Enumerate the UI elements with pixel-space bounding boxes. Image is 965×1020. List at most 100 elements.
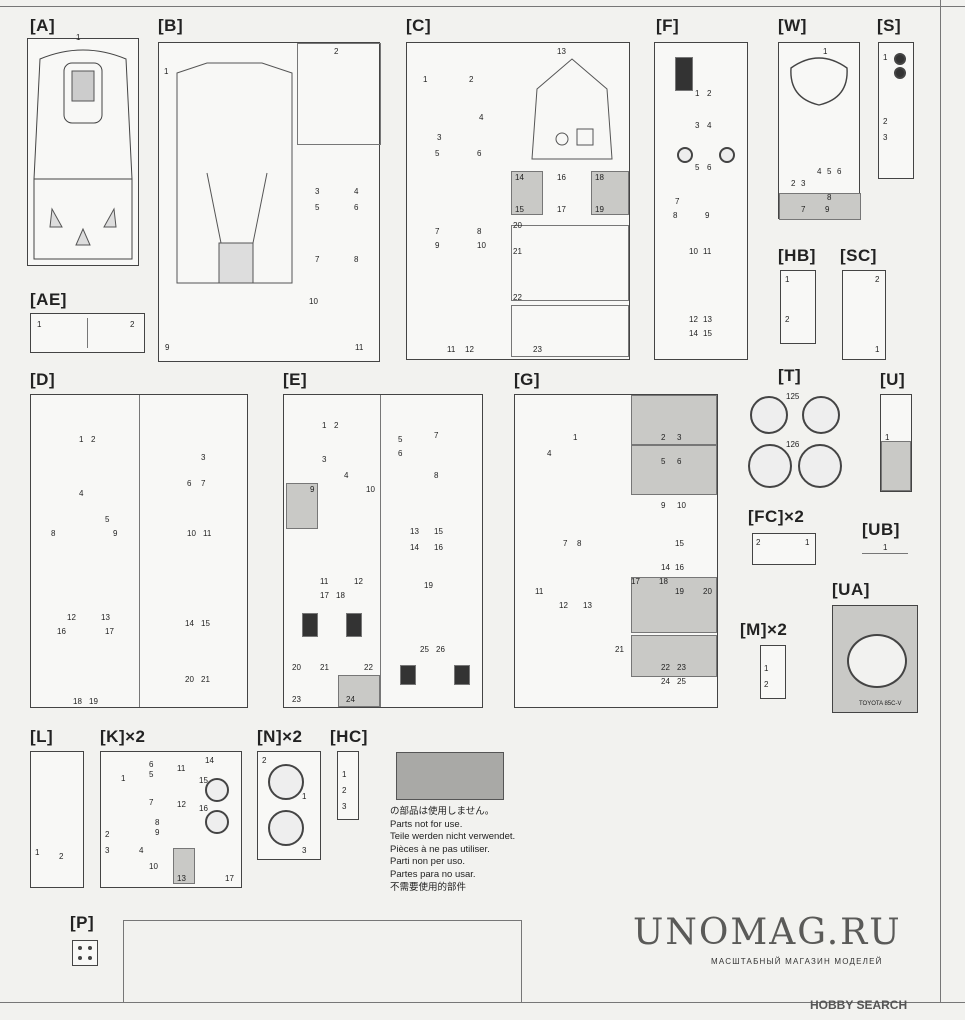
part-number: 1 bbox=[302, 792, 307, 801]
sprue-k: 1 2 3 4 5 6 7 8 9 10 11 12 13 14 15 16 1… bbox=[100, 751, 242, 888]
part-number: 14 bbox=[661, 563, 670, 572]
grille-part bbox=[675, 57, 693, 91]
part-number: 7 bbox=[315, 255, 320, 264]
part-number: 1 bbox=[164, 67, 169, 76]
part-number: 8 bbox=[354, 255, 359, 264]
wheel-part bbox=[205, 778, 229, 802]
part-number: 18 bbox=[595, 173, 604, 182]
part-number: 9 bbox=[113, 529, 118, 538]
part-number: 19 bbox=[89, 697, 98, 706]
part-number: 2 bbox=[756, 538, 761, 547]
part-number: 13 bbox=[583, 601, 592, 610]
part-number: 2 bbox=[334, 47, 339, 56]
part-number: 1 bbox=[37, 320, 42, 329]
part-number: 23 bbox=[533, 345, 542, 354]
sprue-w: 1 2 3 4 5 6 7 8 9 bbox=[778, 42, 861, 220]
legend-line: Pièces à ne pas utiliser. bbox=[390, 843, 490, 855]
part-number: 21 bbox=[320, 663, 329, 672]
part-number: 13 bbox=[703, 315, 712, 324]
part-number: 11 bbox=[320, 577, 329, 586]
part-number: 8 bbox=[827, 193, 832, 202]
tire-part bbox=[268, 810, 304, 846]
part-number: 21 bbox=[513, 247, 522, 256]
tire-marking-125-right bbox=[802, 396, 840, 434]
panel-frame bbox=[511, 225, 629, 301]
part-number: 18 bbox=[73, 697, 82, 706]
sprue-e-label: [E] bbox=[283, 370, 308, 389]
divider bbox=[139, 395, 140, 707]
part-number: 11 bbox=[355, 343, 364, 352]
part-number: 3 bbox=[342, 802, 347, 811]
part-number: 25 bbox=[677, 677, 686, 686]
part-number: 20 bbox=[292, 663, 301, 672]
legend-line: Parts not for use. bbox=[390, 818, 463, 830]
sprue-hb: 1 2 bbox=[780, 270, 816, 344]
part-number: 2 bbox=[469, 75, 474, 84]
part-number: 5 bbox=[105, 515, 110, 524]
unused-part bbox=[631, 445, 717, 495]
part-number: 1 bbox=[883, 53, 888, 62]
part-number: 9 bbox=[435, 241, 440, 250]
part-number: 1 bbox=[79, 435, 84, 444]
part-number: 11 bbox=[703, 247, 712, 256]
part-number: 8 bbox=[477, 227, 482, 236]
sprue-g: 1 2 3 4 5 6 7 8 9 10 11 12 13 14 15 16 1… bbox=[514, 394, 718, 708]
frame-line bbox=[123, 920, 124, 1002]
part-number: 1 bbox=[695, 89, 700, 98]
legend-line: Parti non per uso. bbox=[390, 856, 465, 868]
lens-part bbox=[894, 53, 906, 65]
part-number: 19 bbox=[595, 205, 604, 214]
part-number: 12 bbox=[354, 577, 363, 586]
part-number: 4 bbox=[79, 489, 84, 498]
part-number: 8 bbox=[577, 539, 582, 548]
unused-part bbox=[591, 171, 629, 215]
part-number: 4 bbox=[344, 471, 349, 480]
sprue-d: 1 2 3 4 5 6 7 8 9 10 11 12 13 14 15 16 1… bbox=[30, 394, 248, 708]
unused-parts-legend: の部品は使用しません。 Parts not for use. Teile wer… bbox=[390, 806, 515, 894]
part-number: 21 bbox=[201, 675, 210, 684]
part-number: 7 bbox=[801, 205, 806, 214]
part-number: 7 bbox=[201, 479, 206, 488]
part-number: 2 bbox=[334, 421, 339, 430]
sprue-ua-label: [UA] bbox=[832, 580, 870, 599]
part-number: 13 bbox=[557, 47, 566, 56]
part-number: 18 bbox=[659, 577, 668, 586]
sprue-n: 2 1 3 bbox=[257, 751, 321, 860]
part-number: 6 bbox=[477, 149, 482, 158]
dots-drawing bbox=[78, 946, 92, 960]
part-number: 15 bbox=[434, 527, 443, 536]
sprue-ae-label: [AE] bbox=[30, 290, 67, 309]
part-number: 10 bbox=[477, 241, 486, 250]
frame-line bbox=[123, 920, 521, 921]
part-number: 17 bbox=[631, 577, 640, 586]
part-number: 2 bbox=[262, 756, 267, 765]
part-number: 12 bbox=[559, 601, 568, 610]
part-number: 1 bbox=[785, 275, 790, 284]
part-number: 20 bbox=[513, 221, 522, 230]
part-number: 1 bbox=[423, 75, 428, 84]
lens-part bbox=[894, 67, 906, 79]
part-number: 2 bbox=[707, 89, 712, 98]
unused-part bbox=[631, 577, 717, 633]
sprue-hc-label: [HC] bbox=[330, 727, 368, 746]
sprue-g-label: [G] bbox=[514, 370, 541, 389]
watermark-title: UNOMAG.RU bbox=[633, 912, 902, 953]
legend-line: 不需要使用的部件 bbox=[390, 881, 467, 893]
part-number: 2 bbox=[105, 830, 110, 839]
sprue-d-label: [D] bbox=[30, 370, 56, 389]
sprue-b: 1 2 3 4 5 6 7 8 9 10 11 bbox=[158, 42, 381, 362]
part-number: 1 bbox=[875, 345, 880, 354]
frame-line bbox=[940, 0, 941, 1002]
part-number: 22 bbox=[661, 663, 670, 672]
part-number: 3 bbox=[302, 846, 307, 855]
part-number: 1 bbox=[883, 543, 888, 552]
part-number: 4 bbox=[817, 167, 822, 176]
part-number: 14 bbox=[185, 619, 194, 628]
part-number: 13 bbox=[101, 613, 110, 622]
sprue-p-label: [P] bbox=[70, 913, 95, 932]
part-number: 9 bbox=[155, 828, 160, 837]
decal-sheet-title: TOYOTA 85C-V bbox=[859, 701, 902, 707]
divider bbox=[380, 395, 381, 707]
legend-line: の部品は使用しません。 bbox=[390, 806, 495, 817]
chassis-drawing bbox=[176, 62, 293, 284]
